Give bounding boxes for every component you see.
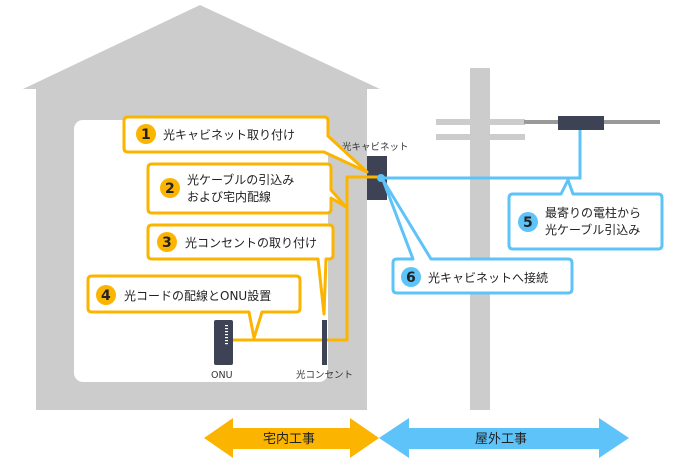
step-6-badge	[401, 267, 421, 287]
step-1-number: 1	[141, 127, 151, 143]
callout-step-1	[122, 115, 369, 174]
step-3-text: 光コンセントの取り付け	[185, 236, 317, 250]
step-6-text: 光キャビネットへ接続	[428, 270, 548, 285]
step-2-number: 2	[165, 181, 175, 197]
indoor-work-label: 宅内工事	[263, 431, 315, 447]
cabinet-label: 光キャビネット	[342, 141, 409, 153]
pole-closure-device	[558, 116, 604, 130]
outdoor-work-arrow	[379, 418, 629, 458]
step-2-badge	[160, 178, 180, 198]
onu-device	[214, 320, 233, 365]
step-1-badge	[136, 124, 156, 144]
callout-step-5	[507, 178, 664, 251]
indoor-fiber-cable	[233, 175, 380, 342]
indoor-work-arrow	[204, 418, 379, 458]
pole-crossarm-lower	[436, 134, 525, 140]
outdoor-work-label: 屋外工事	[475, 432, 527, 447]
step-1-text: 光キャビネット取り付け	[163, 128, 295, 142]
pole-crossarm-upper	[436, 119, 525, 125]
step-5-number: 5	[523, 215, 533, 231]
house-roof	[23, 5, 380, 89]
step-4-badge	[96, 285, 116, 305]
step-4-text: 光コードの配線とONU設置	[124, 288, 271, 303]
onu-indicator-lights	[225, 325, 228, 345]
callout-step-2	[146, 162, 348, 215]
step-6-number: 6	[406, 270, 416, 286]
callout-step-6	[381, 178, 574, 295]
callout-step-4	[86, 274, 302, 340]
callout-step-3	[146, 223, 335, 316]
step-3-badge	[157, 232, 177, 252]
outlet-label: 光コンセント	[296, 369, 353, 381]
step-2-text-line-2: および宅内配線	[187, 189, 271, 204]
step-5-badge	[518, 212, 538, 232]
step-2-text-line-1: 光ケーブルの引込み	[187, 172, 294, 187]
outdoor-fiber-cable	[381, 130, 582, 180]
step-5-text-line-1: 最寄りの電柱から	[545, 205, 641, 220]
step-4-number: 4	[101, 288, 111, 304]
onu-label: ONU	[211, 370, 233, 381]
utility-pole	[470, 68, 490, 410]
step-5-text-line-2: 光ケーブル引込み	[545, 222, 640, 237]
fiber-outlet	[322, 320, 327, 365]
step-3-number: 3	[162, 235, 172, 251]
